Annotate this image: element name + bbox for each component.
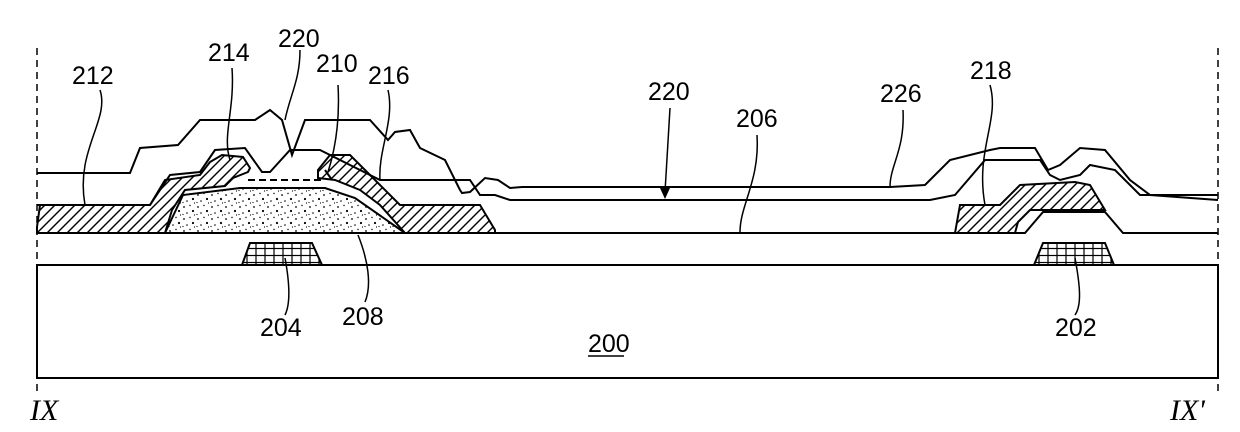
leader-220b [665, 108, 670, 192]
leader-206 [740, 135, 757, 232]
leader-226 [890, 110, 903, 187]
leader-214 [227, 68, 232, 160]
section-end-label: IX' [1169, 394, 1205, 427]
label-206: 206 [736, 105, 778, 133]
leader-220a [285, 50, 300, 120]
gate-electrode-202 [1034, 243, 1114, 265]
label-212: 212 [72, 62, 114, 90]
pad-electrode-218 [955, 182, 1105, 233]
label-214: 214 [208, 39, 250, 67]
label-218: 218 [970, 57, 1012, 85]
substrate [37, 265, 1218, 378]
label-226: 226 [880, 80, 922, 108]
label-202: 202 [1055, 314, 1097, 342]
leader-218 [983, 85, 993, 205]
label-216: 216 [368, 62, 410, 90]
label-208: 208 [342, 303, 384, 331]
label-220-mid: 220 [648, 78, 690, 106]
label-210: 210 [316, 50, 358, 78]
substrate-label: 200 [588, 330, 630, 358]
gate-electrode-204 [242, 243, 322, 265]
arrow-220b [660, 188, 670, 199]
section-start-label: IX [29, 394, 60, 427]
label-204: 204 [260, 314, 302, 342]
label-220-top: 220 [278, 25, 320, 53]
leader-212 [83, 90, 102, 205]
